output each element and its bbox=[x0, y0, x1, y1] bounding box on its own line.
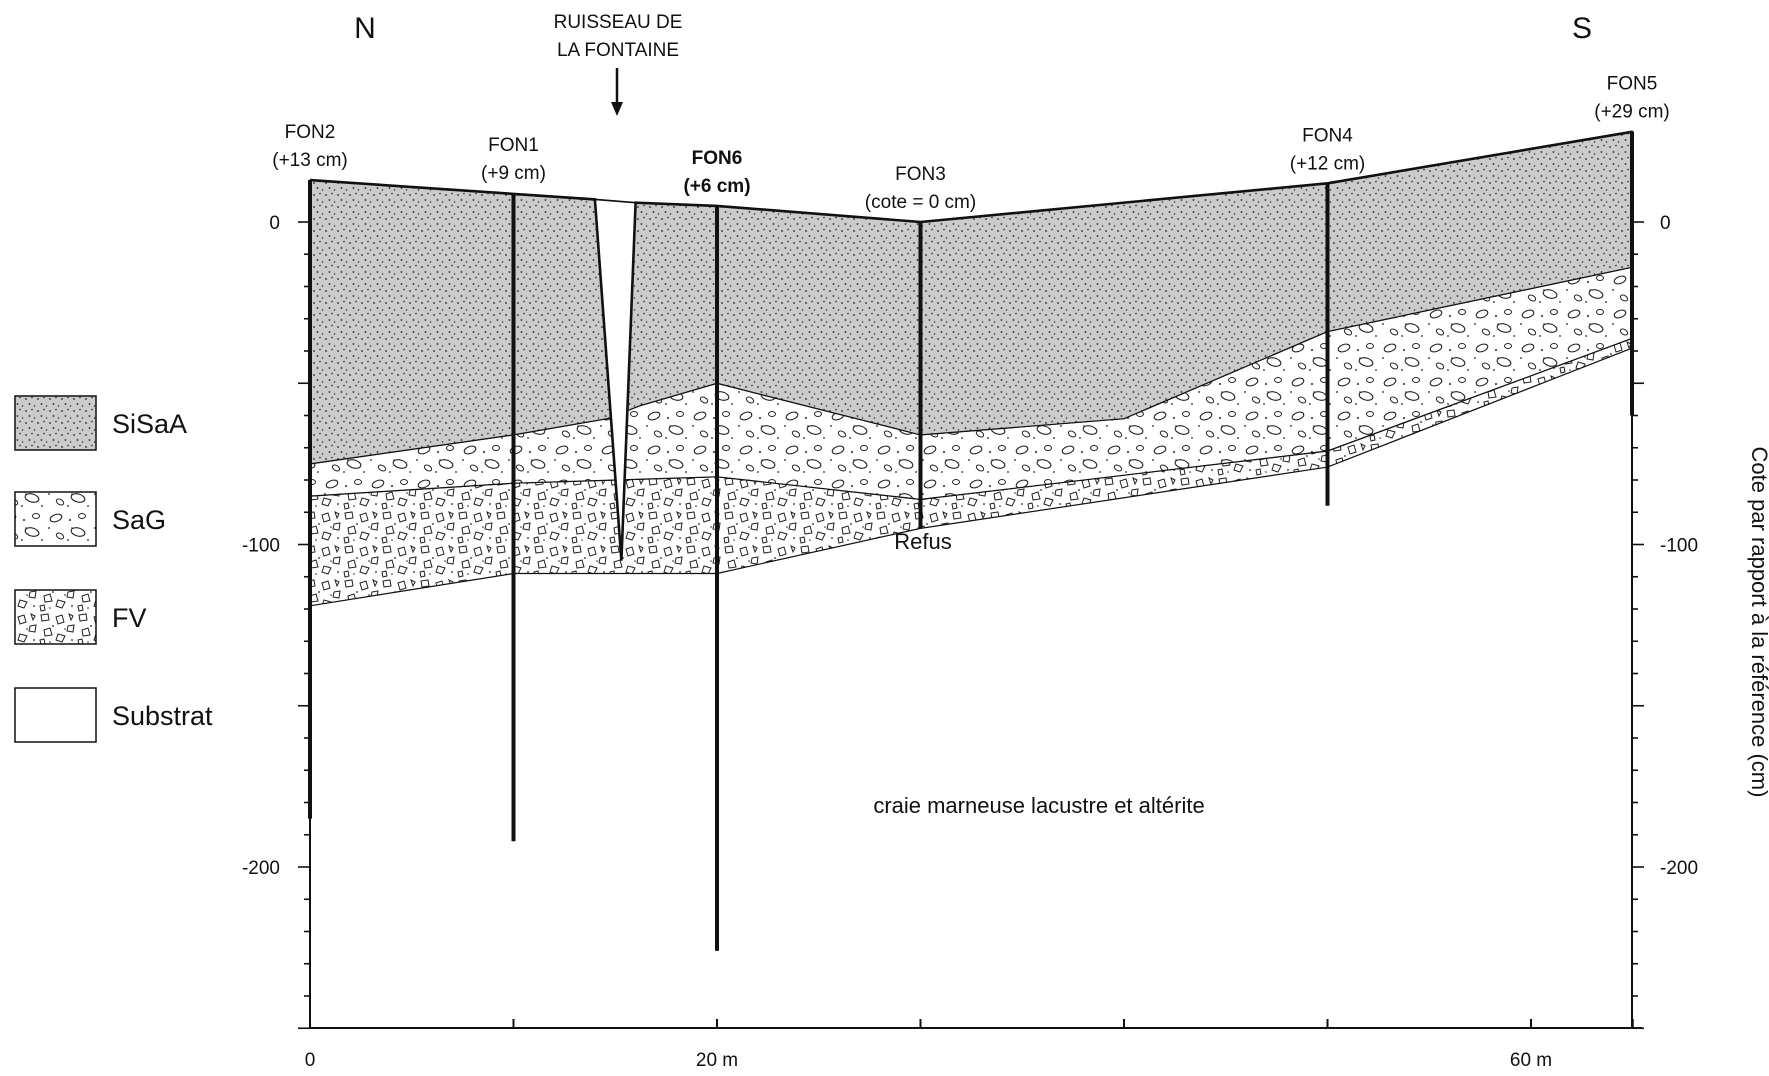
borehole-name: FON5 bbox=[1607, 74, 1658, 95]
legend-label-sag: SaG bbox=[112, 505, 166, 535]
y-tick-label-right: -100 bbox=[1660, 536, 1698, 557]
legend-swatch-sisaa bbox=[14, 395, 97, 451]
stream-arrow bbox=[611, 68, 623, 116]
refus-label: Refus bbox=[894, 529, 951, 554]
legend: SiSaA SaG FV Substrat bbox=[14, 395, 213, 743]
borehole-fon4: FON4 (+12 cm) bbox=[1290, 125, 1366, 506]
legend-label-fv: FV bbox=[112, 603, 147, 633]
y-tick-label-left: -200 bbox=[242, 858, 280, 879]
x-tick-label: 20 m bbox=[696, 1050, 738, 1071]
stream-label-line2: LA FONTAINE bbox=[557, 40, 679, 61]
borehole-offset: (cote = 0 cm) bbox=[865, 192, 976, 213]
x-tick-label: 60 m bbox=[1510, 1050, 1552, 1071]
borehole-name: FON2 bbox=[285, 122, 336, 143]
legend-swatch-substrat bbox=[14, 687, 97, 743]
substrate-label: craie marneuse lacustre et altérite bbox=[873, 793, 1204, 818]
borehole-name: FON4 bbox=[1302, 125, 1353, 146]
south-label: S bbox=[1572, 12, 1592, 45]
ground-surface-line bbox=[309, 130, 1634, 561]
legend-swatch-sag bbox=[14, 491, 97, 547]
legend-label-substrat: Substrat bbox=[112, 701, 213, 731]
borehole-fon2: FON2 (+13 cm) bbox=[272, 122, 348, 819]
borehole-name: FON6 bbox=[692, 148, 743, 169]
legend-swatch-fv bbox=[14, 589, 97, 645]
y-tick-label-left: -100 bbox=[242, 536, 280, 557]
borehole-offset: (+6 cm) bbox=[683, 176, 750, 197]
x-tick-label: 0 bbox=[305, 1050, 316, 1071]
legend-label-sisaa: SiSaA bbox=[112, 409, 187, 439]
borehole-offset: (+9 cm) bbox=[481, 163, 546, 184]
borehole-fon6: FON6 (+6 cm) bbox=[683, 148, 751, 951]
y-axis-title: Cote par rapport à la référence (cm) bbox=[1747, 447, 1769, 798]
y-tick-label-left: 0 bbox=[269, 213, 280, 234]
borehole-offset: (+29 cm) bbox=[1594, 102, 1670, 123]
borehole-fon5: FON5 (+29 cm) bbox=[1594, 74, 1670, 416]
borehole-offset: (+13 cm) bbox=[272, 150, 348, 171]
borehole-name: FON3 bbox=[895, 164, 946, 185]
y-axis-ticks: 0 0 -100 -100 -200 -200 bbox=[242, 213, 1698, 1030]
borehole-offset: (+12 cm) bbox=[1290, 153, 1366, 174]
north-label: N bbox=[354, 12, 376, 45]
y-tick-label-right: 0 bbox=[1660, 213, 1671, 234]
y-tick-label-right: -200 bbox=[1660, 858, 1698, 879]
borehole-fon1: FON1 (+9 cm) bbox=[481, 135, 546, 842]
strata-layers bbox=[309, 130, 1634, 607]
boreholes: FON2 (+13 cm) FON1 (+9 cm) FON6 (+6 cm) FON3 (c… bbox=[272, 74, 1670, 951]
stream-label-line1: RUISSEAU DE bbox=[554, 12, 683, 33]
x-axis-ticks: 0 20 m 60 m bbox=[305, 1019, 1634, 1071]
borehole-name: FON1 bbox=[488, 135, 539, 156]
axes: 0 20 m 60 m 0 0 -100 -100 -200 -200 bbox=[242, 132, 1698, 1071]
borehole-fon3: FON3 (cote = 0 cm) bbox=[865, 164, 976, 529]
